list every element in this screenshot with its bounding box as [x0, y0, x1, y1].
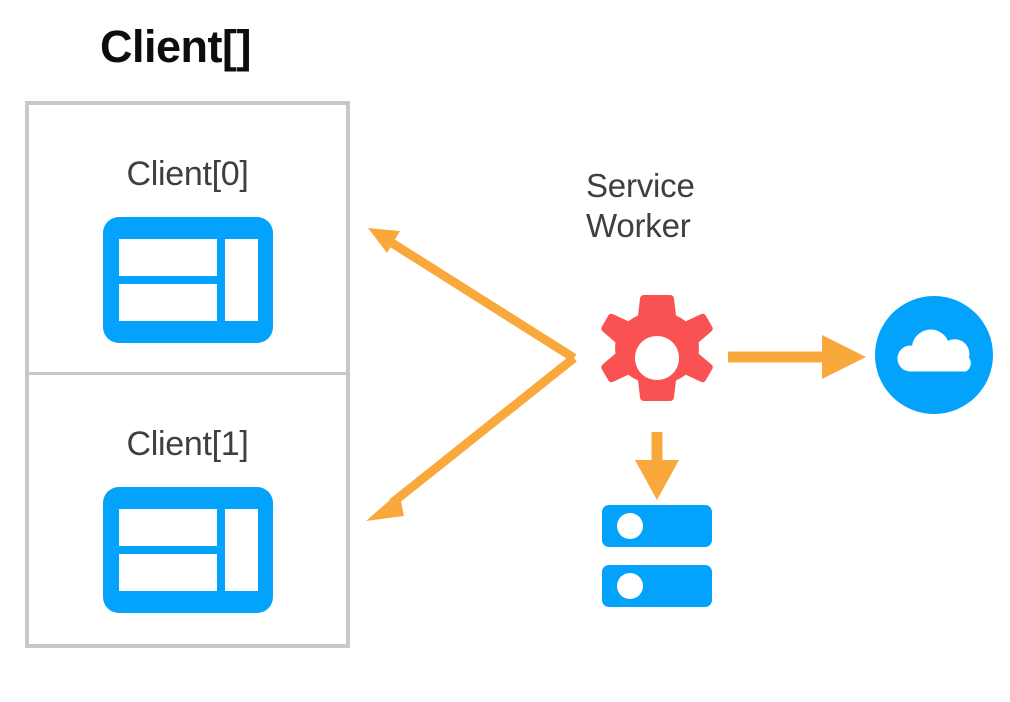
database-storage-icon — [602, 505, 712, 611]
service-worker-label-line-1: Service — [586, 167, 695, 204]
clients-array-container: Client[0] Client[1] — [25, 101, 350, 648]
browser-window-icon — [102, 217, 273, 343]
window-pane-right — [224, 239, 258, 321]
client-0-label: Client[0] — [126, 155, 249, 193]
arrow-service-worker-to-storage — [635, 432, 679, 500]
window-pane-bottom-left — [118, 553, 217, 591]
arrow-service-worker-to-client-0 — [368, 228, 577, 362]
window-pane-bottom-left — [118, 284, 217, 321]
gear-icon — [594, 295, 720, 421]
window-pane-right — [224, 508, 258, 591]
browser-window-icon — [102, 486, 273, 613]
cloud-icon — [875, 296, 993, 414]
window-pane-top-left — [118, 239, 217, 276]
service-worker-label-line-2: Worker — [586, 207, 691, 245]
arrow-service-worker-to-network — [728, 335, 866, 379]
client-item-1: Client[1] — [29, 375, 346, 645]
page-title: Client[] — [100, 21, 251, 72]
client-item-0: Client[0] — [29, 105, 346, 375]
service-worker-label: Service Worker — [586, 166, 776, 247]
window-pane-top-left — [118, 508, 217, 546]
arrow-service-worker-to-client-1 — [366, 354, 577, 521]
client-1-label: Client[1] — [126, 424, 249, 463]
